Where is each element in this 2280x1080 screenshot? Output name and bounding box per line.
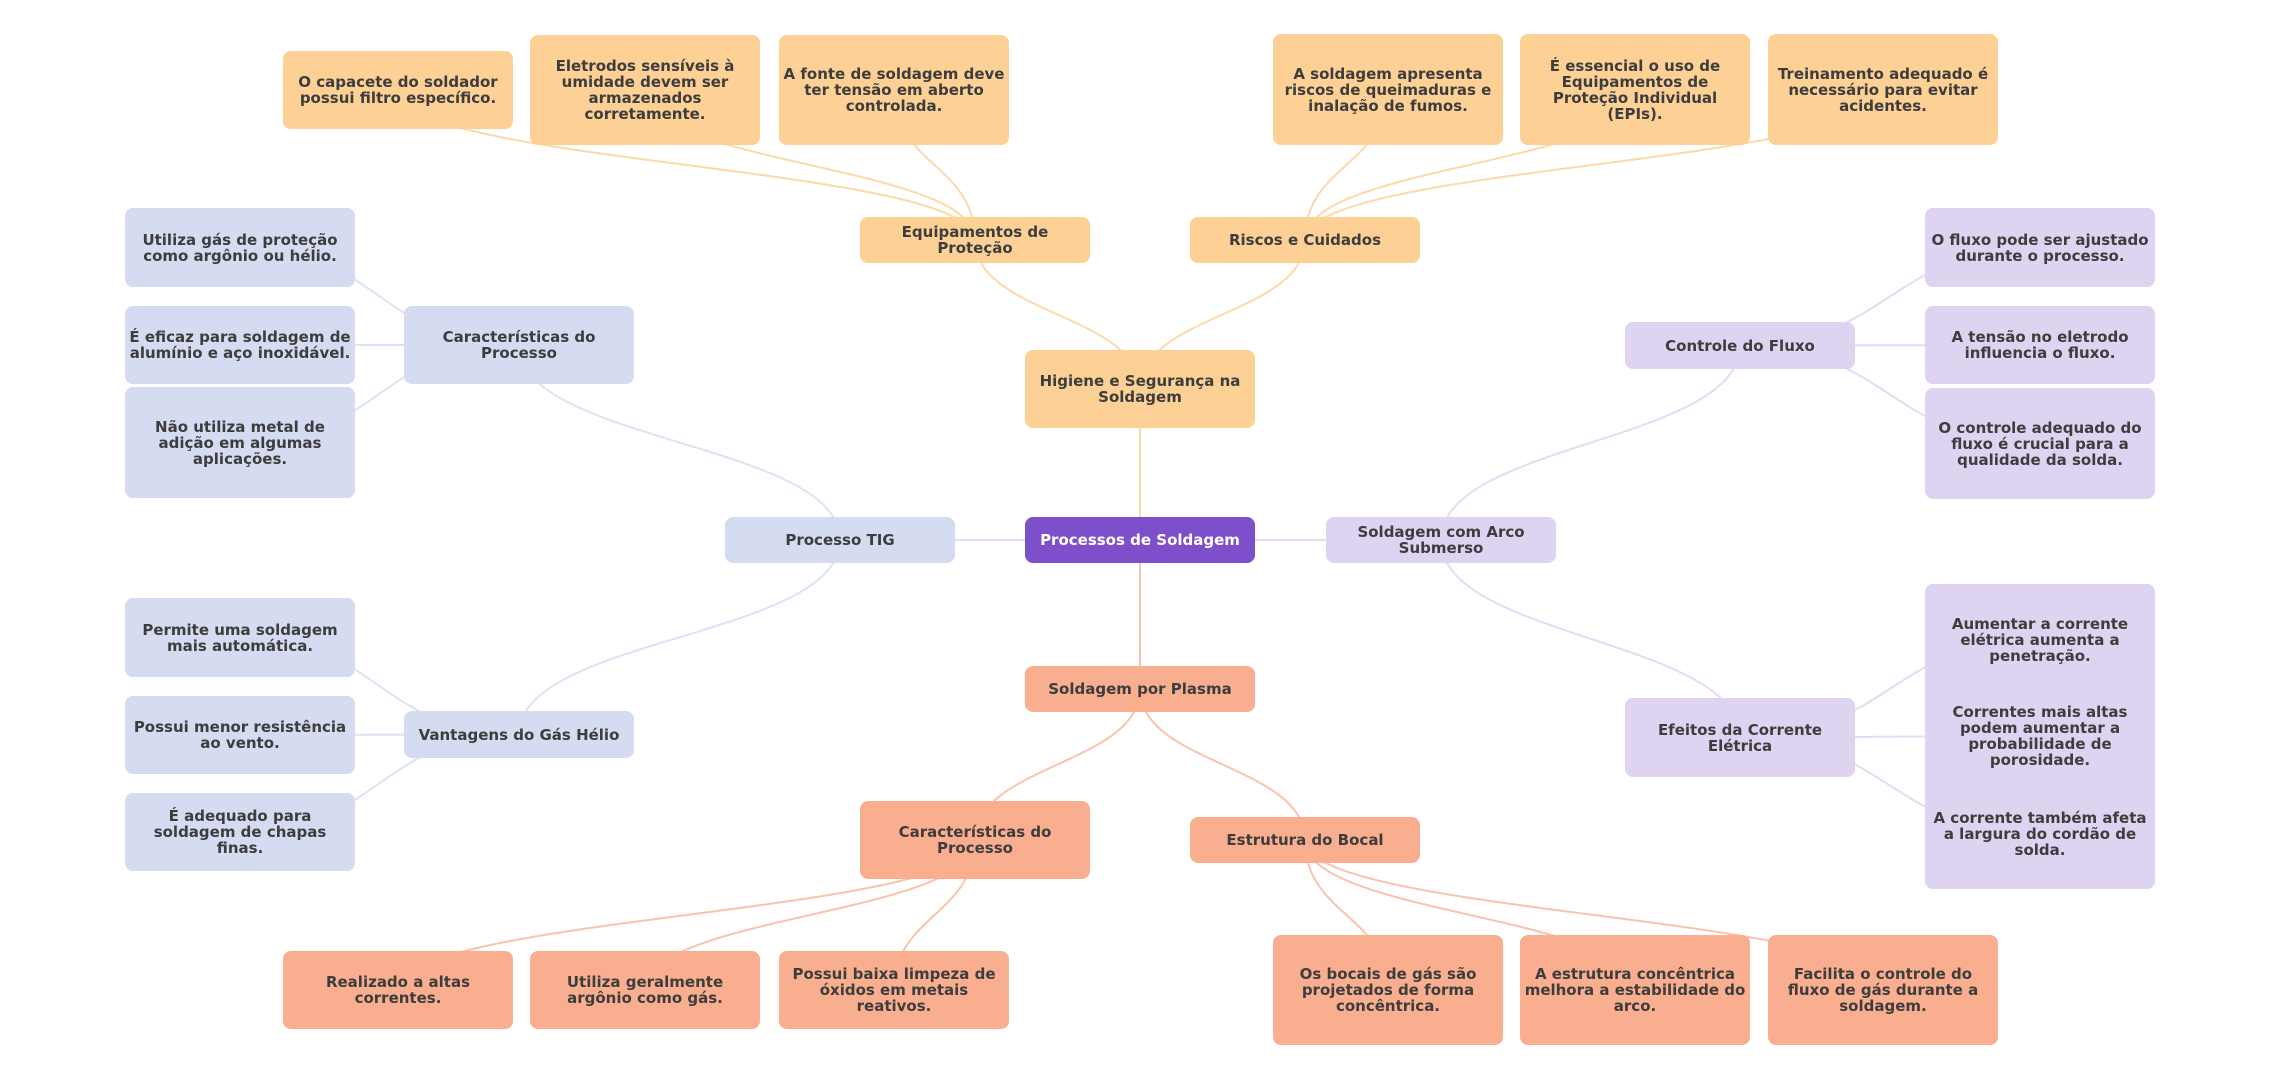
leaf-node-hig-riscos-3[interactable]: Treinamento adequado é necessário para e… [1768, 34, 1998, 145]
node-label: É essencial o uso de Equipamentos de Pro… [1549, 56, 1721, 123]
node-label: Permite uma soldagem mais automática. [142, 620, 338, 655]
topic-node-hig-equip[interactable]: Equipamentos de Proteção [860, 217, 1090, 263]
node-label: Soldagem com Arco Submerso [1357, 523, 1525, 557]
node-label: A tensão no eletrodo influencia o fluxo. [1951, 328, 2129, 362]
node-label: Utiliza gás de proteção como argônio ou … [142, 230, 338, 265]
node-label: Realizado a altas correntes. [325, 973, 471, 1007]
node-label: É eficaz para soldagem de alumínio e aço… [129, 328, 351, 362]
leaf-node-arco-fluxo-1[interactable]: O fluxo pode ser ajustado durante o proc… [1925, 208, 2155, 287]
branch-node-plasma[interactable]: Soldagem por Plasma [1025, 666, 1255, 712]
connector-arco-to-arco-fluxo [1440, 345, 1741, 541]
topic-node-plasma-carac[interactable]: Características do Processo [860, 801, 1090, 879]
topic-node-plasma-bocal[interactable]: Estrutura do Bocal [1190, 817, 1420, 863]
branch-node-tig[interactable]: Processo TIG [725, 517, 955, 563]
node-label: É adequado para soldagem de chapas finas… [153, 807, 327, 857]
root-node-processos-de-soldagem[interactable]: Processos de Soldagem [1025, 517, 1255, 563]
node-label: Riscos e Cuidados [1228, 231, 1382, 249]
node-label: Controle do Fluxo [1665, 336, 1815, 355]
connector-tig-to-tig-vant [518, 539, 841, 735]
leaf-node-plasma-bocal-3[interactable]: Facilita o controle do fluxo de gás dura… [1768, 935, 1998, 1045]
node-label: Treinamento adequado é necessário para e… [1777, 64, 1989, 115]
leaf-node-arco-corr-2[interactable]: Correntes mais altas podem aumentar a pr… [1925, 680, 2155, 792]
branch-node-higiene[interactable]: Higiene e Segurança na Soldagem [1025, 350, 1255, 428]
node-label: Efeitos da Corrente Elétrica [1657, 720, 1823, 755]
node-label: Higiene e Segurança na Soldagem [1039, 372, 1241, 406]
node-label: Não utiliza metal de adição em algumas a… [155, 417, 325, 468]
topic-node-hig-riscos[interactable]: Riscos e Cuidados [1190, 217, 1420, 263]
node-label: Processos de Soldagem [1040, 531, 1240, 549]
node-label: Utiliza geralmente argônio como gás. [566, 973, 724, 1007]
leaf-node-plasma-bocal-1[interactable]: Os bocais de gás são projetados de forma… [1273, 935, 1503, 1045]
node-label: Facilita o controle do fluxo de gás dura… [1787, 965, 1979, 1015]
node-label: A corrente também afeta a largura do cor… [1933, 808, 2147, 859]
leaf-node-tig-carac-2[interactable]: É eficaz para soldagem de alumínio e aço… [125, 306, 355, 384]
topic-node-tig-carac[interactable]: Características do Processo [404, 306, 634, 384]
leaf-node-hig-riscos-2[interactable]: É essencial o uso de Equipamentos de Pro… [1520, 34, 1750, 145]
node-label: A estrutura concêntrica melhora a estabi… [1524, 965, 1746, 1015]
node-label: Equipamentos de Proteção [901, 223, 1049, 257]
node-label: Soldagem por Plasma [1048, 680, 1232, 698]
leaf-node-arco-fluxo-2[interactable]: A tensão no eletrodo influencia o fluxo. [1925, 306, 2155, 384]
leaf-node-tig-carac-3[interactable]: Não utiliza metal de adição em algumas a… [125, 387, 355, 498]
leaf-node-tig-vant-3[interactable]: É adequado para soldagem de chapas finas… [125, 793, 355, 871]
leaf-node-plasma-carac-3[interactable]: Possui baixa limpeza de óxidos em metais… [779, 951, 1009, 1029]
node-label: Possui menor resistência ao vento. [133, 718, 347, 752]
node-label: Características do Processo [442, 328, 596, 362]
branch-node-arco[interactable]: Soldagem com Arco Submerso [1326, 517, 1556, 563]
leaf-node-arco-corr-3[interactable]: A corrente também afeta a largura do cor… [1925, 778, 2155, 889]
node-label: A soldagem apresenta riscos de queimadur… [1284, 64, 1492, 115]
node-label: Características do Processo [898, 823, 1052, 857]
node-label: Eletrodos sensíveis à umidade devem ser … [555, 57, 735, 123]
node-label: Vantagens do Gás Hélio [418, 725, 620, 744]
leaf-node-hig-equip-3[interactable]: A fonte de soldagem deve ter tensão em a… [779, 35, 1009, 145]
topic-node-tig-vant[interactable]: Vantagens do Gás Hélio [404, 711, 634, 758]
node-label: A fonte de soldagem deve ter tensão em a… [783, 65, 1005, 115]
topic-node-arco-fluxo[interactable]: Controle do Fluxo [1625, 322, 1855, 369]
node-label: Os bocais de gás são projetados de forma… [1299, 965, 1477, 1015]
topic-node-arco-corr[interactable]: Efeitos da Corrente Elétrica [1625, 698, 1855, 777]
node-label: O fluxo pode ser ajustado durante o proc… [1931, 230, 2149, 265]
node-label: Processo TIG [785, 531, 895, 549]
leaf-node-hig-riscos-1[interactable]: A soldagem apresenta riscos de queimadur… [1273, 34, 1503, 145]
leaf-node-tig-vant-1[interactable]: Permite uma soldagem mais automática. [125, 598, 355, 677]
leaf-node-plasma-carac-1[interactable]: Realizado a altas correntes. [283, 951, 513, 1029]
node-label: O controle adequado do fluxo é crucial p… [1938, 418, 2142, 469]
node-label: Correntes mais altas podem aumentar a pr… [1952, 703, 2128, 769]
node-label: Possui baixa limpeza de óxidos em metais… [792, 965, 996, 1015]
node-label: Aumentar a corrente elétrica aumenta a p… [1951, 615, 2129, 665]
leaf-node-arco-corr-1[interactable]: Aumentar a corrente elétrica aumenta a p… [1925, 584, 2155, 696]
leaf-node-tig-carac-1[interactable]: Utiliza gás de proteção como argônio ou … [125, 208, 355, 287]
leaf-node-arco-fluxo-3[interactable]: O controle adequado do fluxo é crucial p… [1925, 388, 2155, 499]
leaf-node-plasma-bocal-2[interactable]: A estrutura concêntrica melhora a estabi… [1520, 935, 1750, 1045]
node-label: O capacete do soldador possui filtro esp… [298, 73, 498, 107]
leaf-node-plasma-carac-2[interactable]: Utiliza geralmente argônio como gás. [530, 951, 760, 1029]
leaf-node-hig-equip-1[interactable]: O capacete do soldador possui filtro esp… [283, 51, 513, 129]
leaf-node-hig-equip-2[interactable]: Eletrodos sensíveis à umidade devem ser … [530, 35, 760, 145]
node-label: Estrutura do Bocal [1226, 831, 1384, 849]
leaf-node-tig-vant-2[interactable]: Possui menor resistência ao vento. [125, 696, 355, 774]
